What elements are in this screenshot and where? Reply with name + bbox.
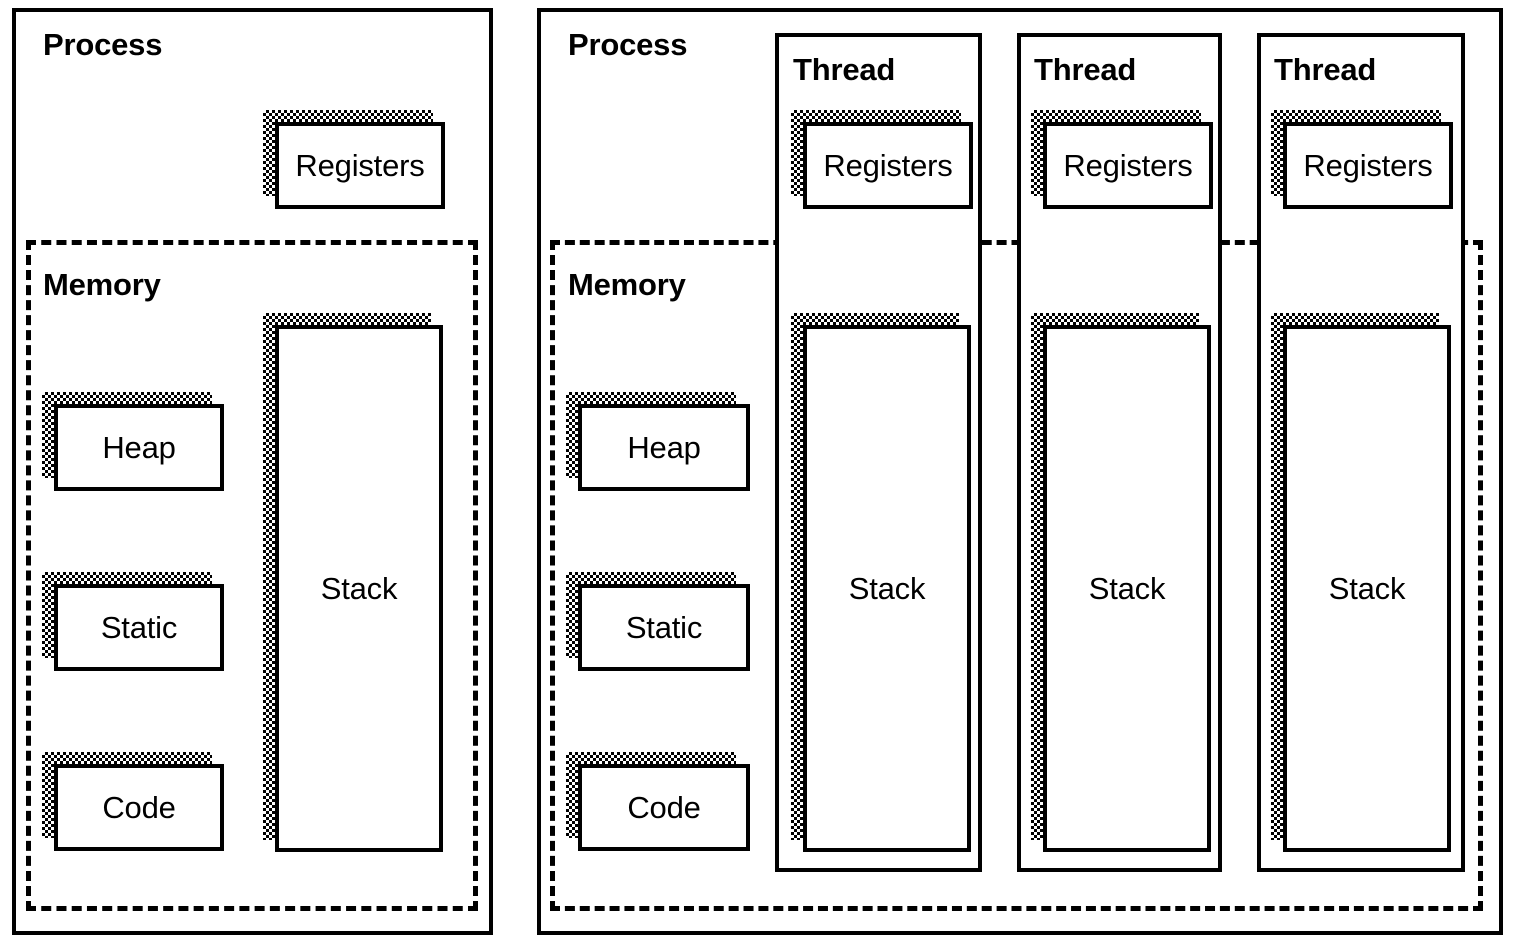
stack-label-single: Stack [320,570,398,606]
thread-1-registers-label: Registers [823,147,953,183]
registers-label-single: Registers [295,147,425,183]
memory-box-multi-threaded [550,240,1483,911]
thread-3-registers-box: Registers [1283,122,1453,209]
code-label-multi: Code [627,789,701,825]
thread-label-2: Thread [1034,52,1137,87]
heap-label-multi: Heap [627,429,701,465]
memory-label-single: Memory [43,267,161,302]
memory-box-single-threaded [26,240,478,911]
thread-3-stack-box: Stack [1283,325,1451,852]
thread-3-registers-label: Registers [1303,147,1433,183]
heap-box-single: Heap [54,404,224,491]
thread-2-stack-box: Stack [1043,325,1211,852]
static-box-single: Static [54,584,224,671]
static-label-single: Static [100,609,178,645]
static-label-multi: Static [625,609,703,645]
heap-label-single: Heap [102,429,176,465]
thread-2-stack-label: Stack [1088,570,1166,606]
thread-2-registers-box: Registers [1043,122,1213,209]
process-box-multi-threaded [537,8,1503,935]
process-label-single: Process [43,27,163,62]
code-label-single: Code [102,789,176,825]
heap-box-multi: Heap [578,404,750,491]
process-box-single-threaded [12,8,493,935]
thread-1-registers-box: Registers [803,122,973,209]
stack-box-single: Stack [275,325,443,852]
thread-1-stack-label: Stack [848,570,926,606]
thread-2-registers-label: Registers [1063,147,1193,183]
code-box-multi: Code [578,764,750,851]
code-box-single: Code [54,764,224,851]
registers-box-single: Registers [275,122,445,209]
static-box-multi: Static [578,584,750,671]
thread-1-stack-box: Stack [803,325,971,852]
process-label-multi: Process [568,27,688,62]
thread-label-3: Thread [1274,52,1377,87]
thread-label-1: Thread [793,52,896,87]
thread-3-stack-label: Stack [1328,570,1406,606]
memory-label-multi: Memory [568,267,686,302]
